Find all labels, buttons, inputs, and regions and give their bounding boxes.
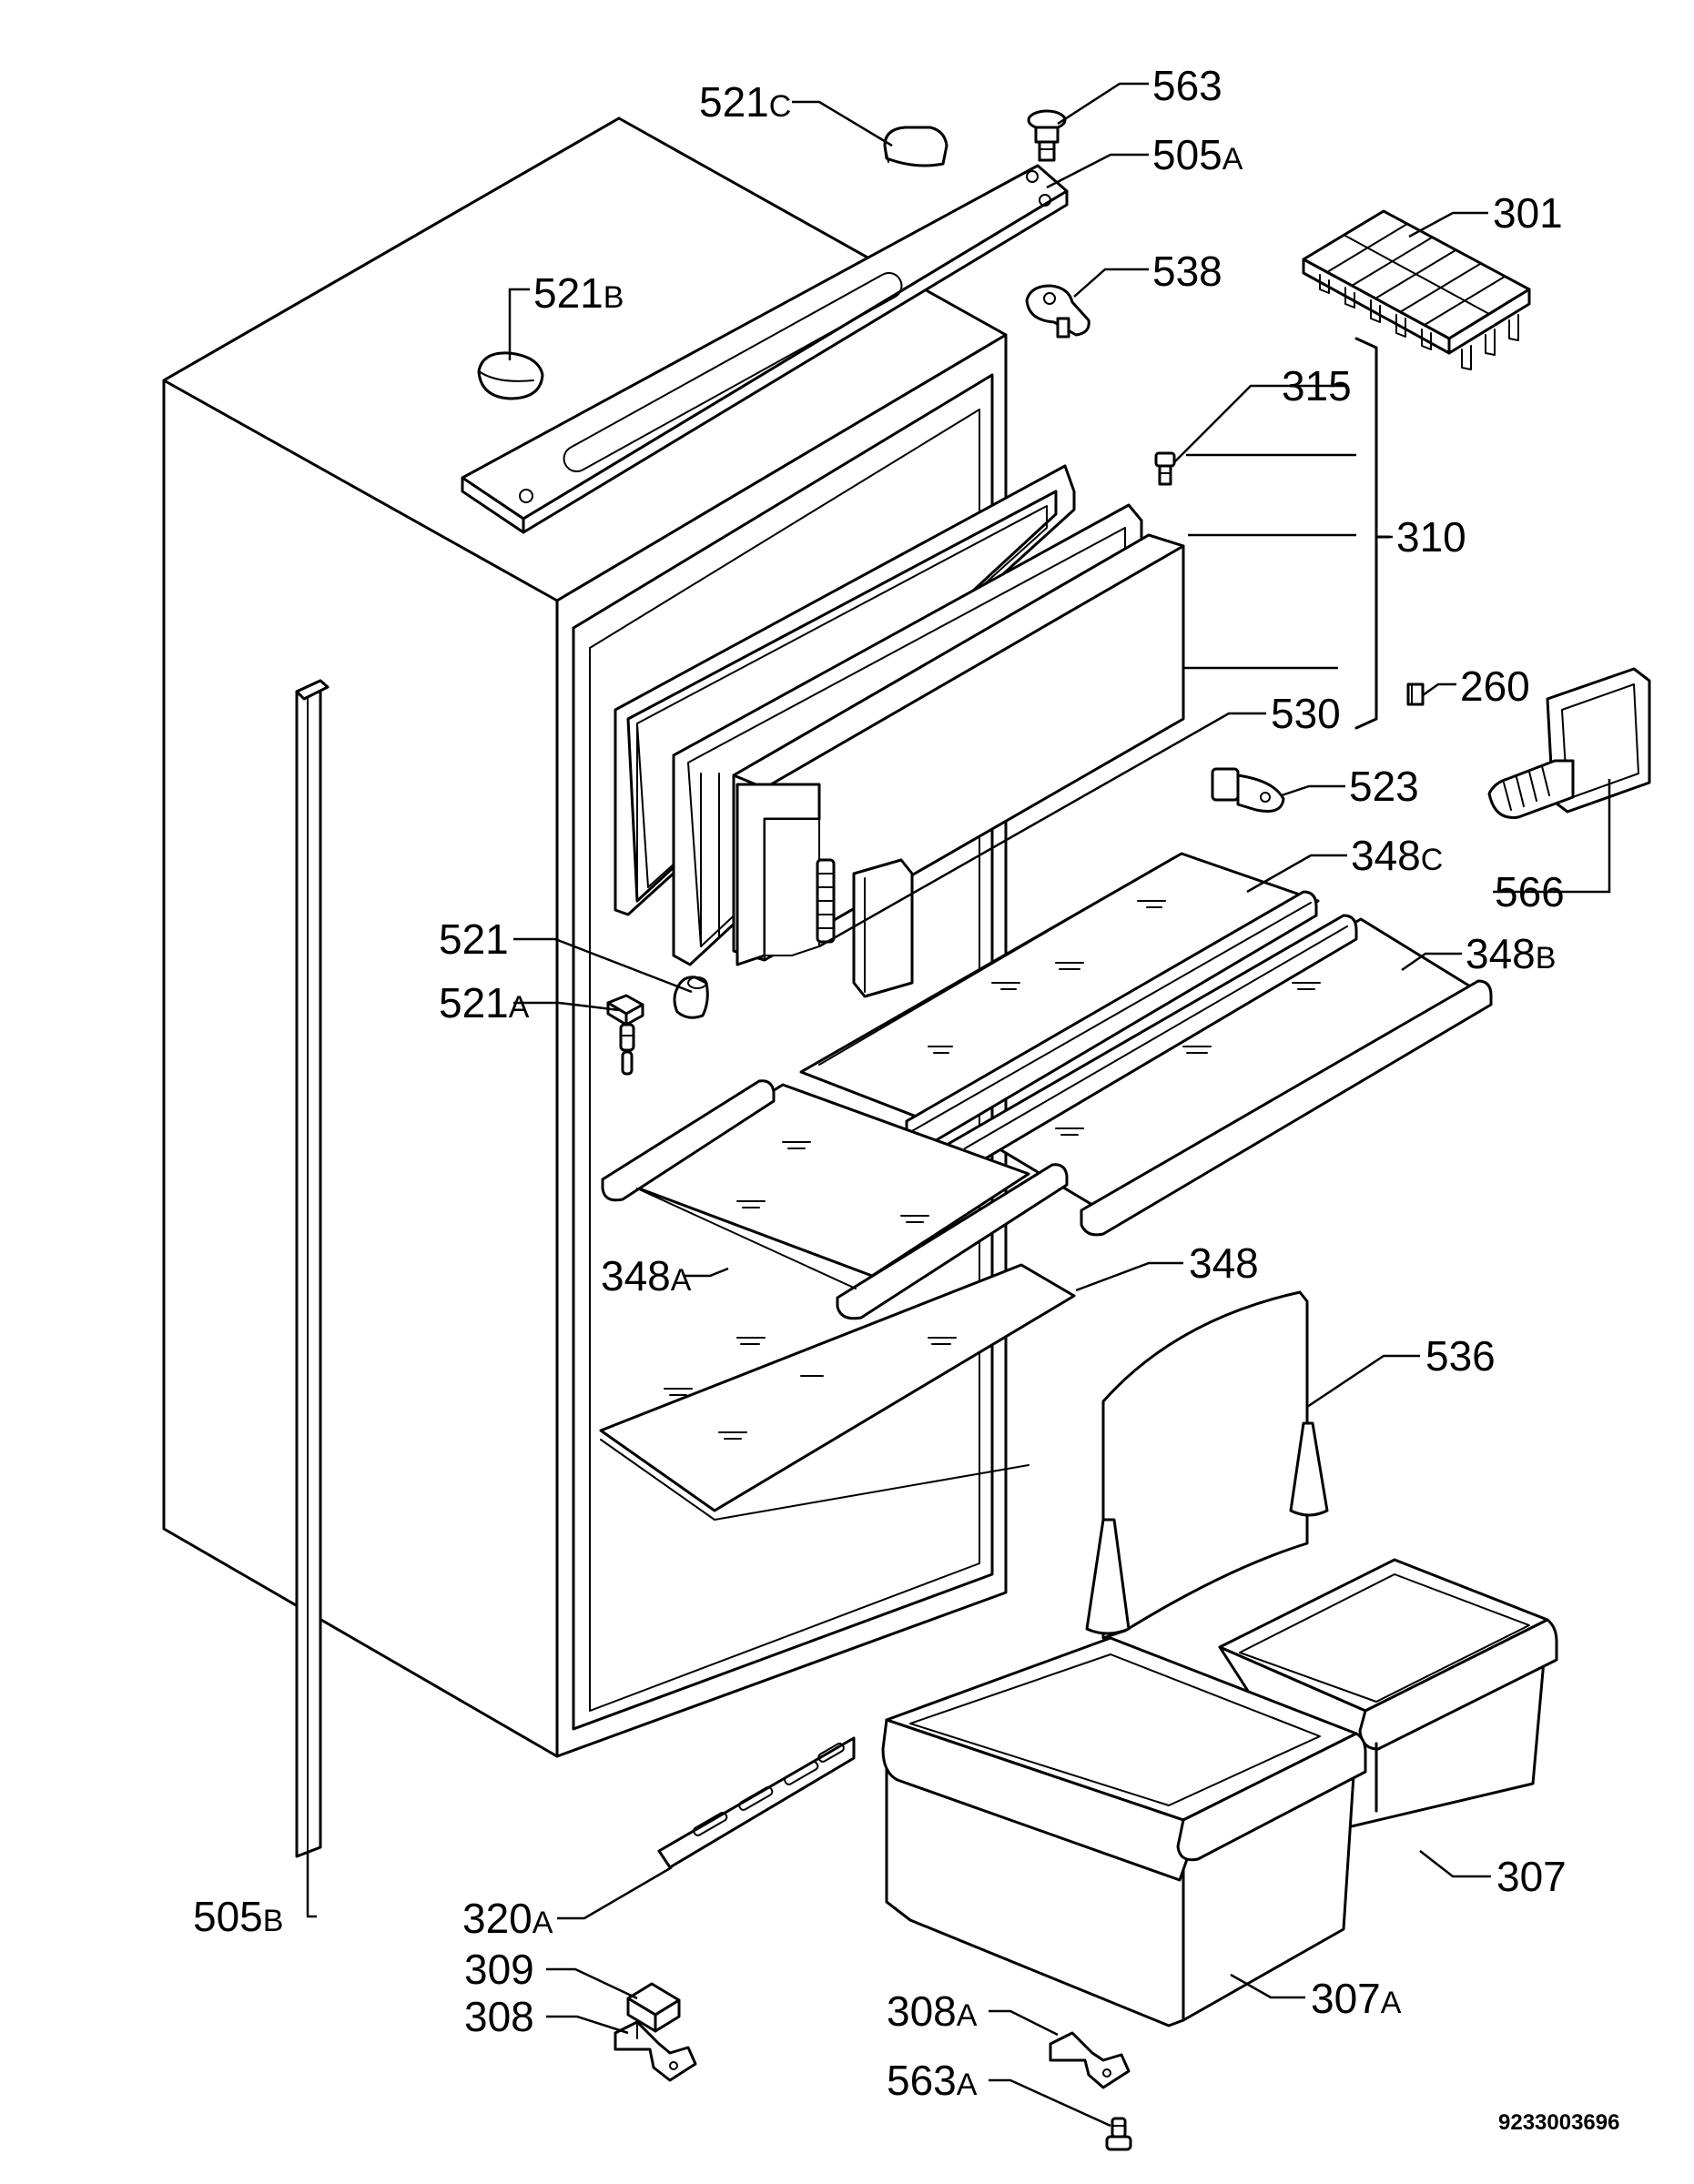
label-320a: 320A [462,1895,553,1942]
glass-shelf-348 [599,1263,1076,1521]
bracket-308a [1049,2031,1131,2089]
label-536: 536 [1425,1332,1496,1380]
label-348a: 348A [601,1252,692,1299]
switch-523 [1211,767,1285,813]
shelf-348a [601,1079,1069,1320]
bracket-310 [1354,337,1391,730]
divider-536 [1085,1290,1329,1640]
stud-315 [1154,451,1176,486]
label-308a: 308A [887,1987,978,2035]
bracket-538 [1025,284,1090,339]
leader-lines [306,82,1611,2128]
label-260: 260 [1460,662,1530,710]
rail-320a [657,1736,856,1869]
label-563: 563 [1152,62,1222,109]
glass-reflection-marks [664,900,1321,1440]
clip-260 [1406,682,1425,706]
cap-521c [883,126,948,167]
label-538: 538 [1152,248,1222,295]
shelf-348c [799,852,1320,1148]
label-310: 310 [1396,513,1466,561]
drawer-307a [881,1636,1367,2027]
drawing-number: 9233003696 [1498,2110,1619,2135]
hinge-plate-505a [461,164,1069,534]
label-301: 301 [1493,189,1563,237]
freezer-door-assembly-310 [614,464,1185,998]
label-505a: 505A [1152,131,1243,178]
scraper-566 [1487,667,1651,819]
label-566: 566 [1495,868,1565,915]
label-348: 348 [1189,1239,1259,1287]
block-309 [626,1982,681,2033]
label-521a: 521A [439,979,530,1026]
label-521b: 521B [533,269,624,317]
label-309: 309 [464,1946,534,1993]
label-348b: 348B [1466,930,1556,977]
screw-563a [1105,2117,1132,2151]
cap-521 [673,976,709,1019]
shelf-348b [945,914,1493,1237]
part-labels: 521C 563 505A 301 521B 538 315 310 260 5… [193,62,1619,2135]
label-307: 307 [1496,1853,1567,1900]
label-315: 315 [1282,362,1352,410]
label-307a: 307A [1311,1975,1402,2022]
ice-tray-301 [1302,209,1531,370]
label-521c: 521C [699,78,791,126]
label-523: 523 [1349,763,1419,810]
screw-563 [1027,109,1067,162]
label-308: 308 [464,1993,534,2040]
cap-521b [477,351,544,400]
label-563a: 563A [887,2057,978,2104]
label-530: 530 [1271,690,1341,737]
label-521: 521 [439,915,509,963]
bracket-308 [614,2020,697,2082]
trim-strip-505b [295,679,330,1858]
label-505b: 505B [193,1893,283,1940]
label-348c: 348C [1351,832,1443,879]
